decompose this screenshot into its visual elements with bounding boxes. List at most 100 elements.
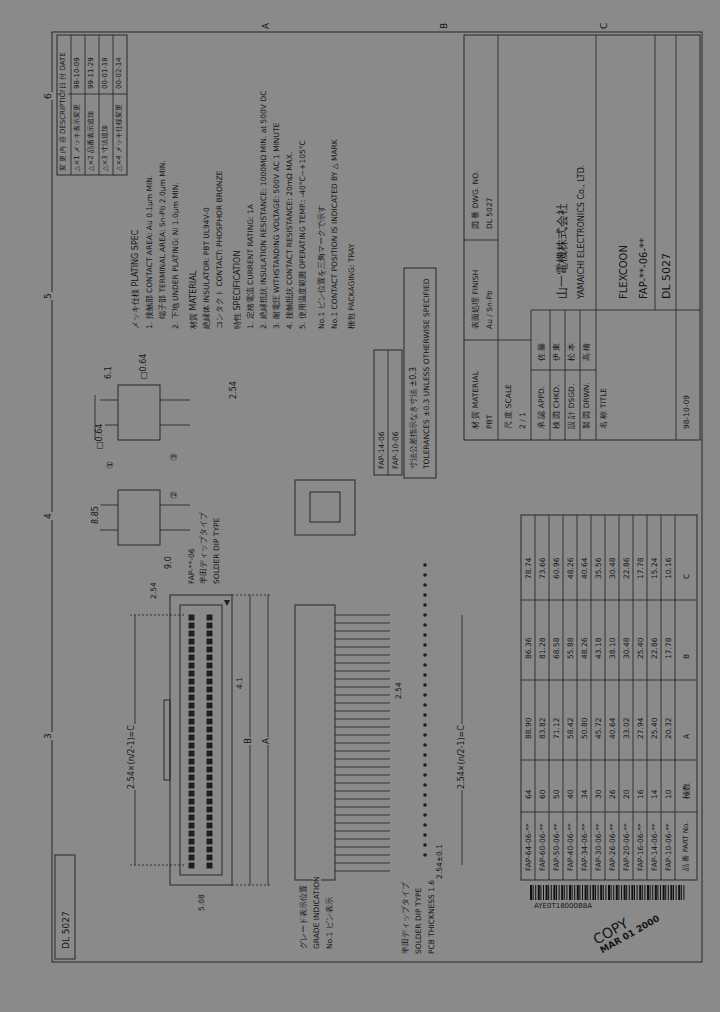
pin-square: [189, 631, 194, 636]
pin-line: [160, 425, 190, 426]
pin-square: [207, 743, 212, 748]
drawing-label: FAP-26-06-**: [609, 822, 617, 872]
barcode-bar: [564, 885, 565, 900]
drawing-label: 4: [44, 512, 54, 520]
drawing-label: 25.40: [637, 637, 645, 660]
pin-square: [189, 695, 194, 700]
barcode-bar: [608, 885, 610, 900]
pin-line: [100, 505, 118, 506]
pin-line: [335, 791, 390, 792]
barcode-bar: [652, 885, 653, 900]
drawing-label: △×4 メッキ仕様変更: [116, 103, 124, 172]
barcode-bar: [530, 885, 532, 900]
pin-line: [335, 679, 390, 680]
barcode-bar: [629, 885, 630, 900]
drawing-label: 1. 接触部 CONTACT AREA: Au 0.1μm MIN.: [146, 174, 154, 330]
pin-square: [189, 751, 194, 756]
drawing-label: FAP-34-06-**: [581, 822, 589, 872]
barcode-bar: [678, 885, 680, 900]
pin-dot: [423, 693, 427, 697]
drawing-label: 2.54±0.1: [436, 843, 444, 880]
pin-dot: [423, 653, 427, 657]
extension-line: [130, 865, 186, 866]
pin-line: [335, 855, 390, 856]
pin-line: [335, 863, 390, 864]
drawing-label: 6: [44, 92, 54, 100]
drawing-label: 2.54×(n/2-1)=C: [458, 724, 467, 790]
table-rule: [661, 515, 662, 880]
pin-line: [335, 631, 390, 632]
drawing-label: 梱包 PACKAGING: TRAY: [348, 243, 356, 330]
pin-square: [207, 831, 212, 836]
drawing-label: 81.28: [539, 637, 547, 660]
drawing-label: 25.40: [651, 717, 659, 740]
drawing-label: 30.48: [609, 557, 617, 580]
drawing-label: 71.12: [553, 717, 561, 740]
pin-square: [207, 855, 212, 860]
barcode-bar: [582, 885, 583, 900]
drawing-label: B: [440, 22, 450, 30]
drawing-label: 特性 SPECIFICATION: [234, 250, 243, 330]
table-rule: [591, 515, 592, 880]
drawing-label: DL 5027: [486, 197, 494, 230]
pin-dot: [423, 663, 427, 667]
pin-line: [335, 727, 390, 728]
drawing-label: C: [683, 573, 691, 580]
drawing-label: 材 質 MATERIAL: [472, 370, 480, 430]
drawing-label: TOLERANCES ±0.3 UNLESS OTHERWISE SPECIFI…: [423, 278, 431, 470]
sub-table: [374, 350, 402, 475]
pin-square: [189, 719, 194, 724]
barcode-bar: [603, 885, 604, 900]
table-rule: [676, 35, 677, 440]
drawing-label: 35.56: [595, 557, 603, 580]
drawing-label: ①: [106, 460, 116, 470]
drawing-label: 78.74: [525, 557, 533, 580]
drawing-label: グレード表示位置: [300, 884, 308, 950]
pin-square: [207, 647, 212, 652]
pin-dot: [423, 683, 427, 687]
pin-square: [207, 703, 212, 708]
table-rule: [550, 310, 551, 440]
pin-square: [189, 791, 194, 796]
pin-square: [189, 743, 194, 748]
table-rule: [521, 680, 697, 681]
drawing-label: FAP-10-06-**: [665, 822, 673, 872]
barcode-bar: [655, 885, 657, 900]
drawing-label: 26: [609, 788, 617, 800]
pin-square: [189, 687, 194, 692]
drawing-label: A: [262, 22, 272, 30]
drawing-label: 変 更 内 容 DESCRIPTION: [60, 86, 68, 172]
barcode-bar: [535, 885, 536, 900]
barcode-bar: [574, 885, 575, 900]
barcode-bar: [634, 885, 635, 900]
drawing-label: 00-02-14: [116, 56, 124, 90]
drawing-label: 88.90: [525, 717, 533, 740]
pin-square: [207, 615, 212, 620]
pin-square: [189, 855, 194, 860]
pin-dot: [423, 583, 427, 587]
pin-line: [335, 655, 390, 656]
barcode-bar: [585, 885, 587, 900]
drawing-label: 検 図 CHKD.: [553, 383, 561, 430]
drawing-label: No.1 ピン表示: [326, 896, 334, 950]
pin-dot: [423, 833, 427, 837]
barcode-bar: [590, 885, 591, 900]
pin-square: [189, 679, 194, 684]
table-rule: [531, 370, 596, 371]
pin-line: [335, 767, 390, 768]
drawing-label: A: [262, 737, 272, 745]
pin1-mark: [224, 600, 230, 606]
drawing-label: B: [244, 737, 254, 745]
polarizing-key: [164, 700, 170, 780]
pin-line: [335, 735, 390, 736]
barcode-bar: [618, 885, 619, 900]
table-rule: [596, 35, 597, 440]
drawing-label: 20.32: [665, 717, 673, 740]
drawing-label: FLEXCOON: [618, 244, 629, 300]
sheet-frame: [52, 32, 702, 962]
barcode-bar: [657, 885, 658, 900]
title-block: [464, 35, 700, 440]
pin-square: [207, 735, 212, 740]
drawing-label: 17.78: [665, 637, 673, 660]
pin-square: [189, 711, 194, 716]
